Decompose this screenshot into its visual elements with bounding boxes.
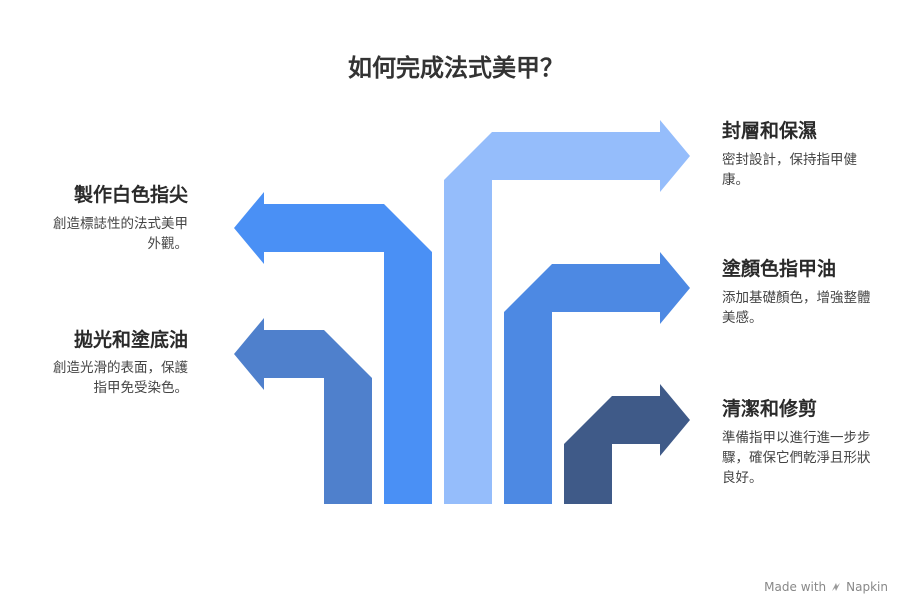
step-desc-seal-moisturize: 密封設計，保持指甲健康。 — [722, 152, 857, 188]
step-desc-buff-base-coat: 創造光滑的表面，保護指甲免受染色。 — [53, 360, 188, 396]
step-desc-clean-trim: 準備指甲以進行進一步步驟，確保它們乾淨且形狀良好。 — [722, 430, 871, 486]
step-desc-color-polish: 添加基礎顏色，增強整體美感。 — [722, 290, 871, 326]
arrow-color-polish — [504, 252, 690, 504]
arrow-make-white-tips — [234, 192, 432, 504]
arrow-clean-trim — [564, 384, 690, 504]
step-title-buff-base-coat: 拋光和塗底油 — [73, 329, 188, 351]
made-with-label: Made with — [764, 580, 827, 594]
napkin-brand: Napkin — [846, 580, 888, 594]
arrow-buff-base-coat — [234, 318, 372, 504]
step-title-color-polish: 塗顏色指甲油 — [722, 258, 837, 280]
step-desc-make-white-tips: 創造標誌性的法式美甲外觀。 — [53, 216, 188, 252]
arrow-seal-moisturize — [444, 120, 690, 504]
step-title-clean-trim: 清潔和修剪 — [722, 398, 818, 420]
diagram-title: 如何完成法式美甲？ — [348, 54, 564, 82]
step-title-make-white-tips: 製作白色指尖 — [73, 184, 188, 206]
napkin-logo-icon — [832, 583, 841, 591]
made-with-napkin: Made with Napkin — [764, 580, 888, 594]
step-title-seal-moisturize: 封層和保濕 — [722, 120, 818, 142]
